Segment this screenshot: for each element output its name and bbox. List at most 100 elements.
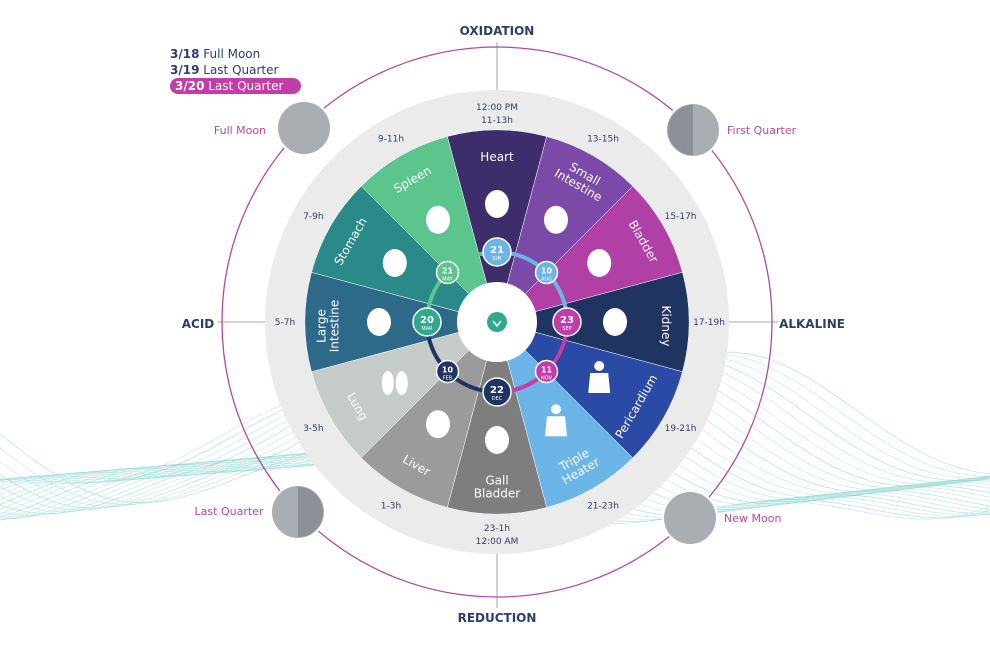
moon-shadow — [298, 487, 323, 537]
spleen-icon — [426, 205, 450, 234]
time-label: 9-11h — [378, 134, 404, 144]
axis-label-top: OXIDATION — [460, 24, 535, 38]
time-label: 13-15h — [587, 134, 619, 144]
lung-right — [395, 371, 408, 395]
season-day: 11 — [541, 366, 553, 375]
organ-wedge — [360, 321, 498, 508]
top-range: 11-13h — [481, 116, 513, 126]
season-month: MAR — [421, 326, 433, 332]
organ-glyph — [382, 249, 407, 277]
season-marker — [435, 260, 460, 285]
moon-label: First Quarter — [727, 124, 797, 137]
large-intestine-icon — [367, 308, 391, 336]
axis-label-left: ACID — [182, 317, 215, 331]
organ-wedge — [446, 321, 548, 515]
axis-label-bottom: REDUCTION — [458, 611, 537, 625]
time-label: 7-9h — [303, 212, 323, 222]
torso-body — [545, 416, 567, 437]
moon-disc — [662, 490, 718, 546]
season-marker — [534, 260, 559, 285]
time-label: 3-5h — [303, 424, 323, 434]
season-marker — [435, 359, 460, 384]
torso-body — [588, 373, 611, 393]
organ-glyph — [544, 205, 568, 234]
organ-wedge — [446, 129, 548, 323]
season-marker — [534, 359, 559, 384]
time-label: 19-21h — [665, 424, 697, 434]
organ-glyph — [426, 410, 450, 439]
torso-head — [551, 404, 561, 415]
organ-glyph — [367, 308, 391, 336]
moon-new-icon — [662, 490, 718, 546]
season-day: 23 — [560, 315, 574, 326]
organ-glyph — [603, 308, 627, 336]
organ-label: Bladder — [474, 487, 521, 501]
season-month: DEC — [492, 396, 503, 402]
center-hub — [457, 282, 537, 362]
torso-icon — [588, 361, 611, 393]
torso-icon — [545, 404, 567, 437]
organ-label: Heart — [480, 150, 514, 164]
season-marker — [482, 377, 512, 407]
axis-label-right: ALKALINE — [779, 317, 845, 331]
lung-left — [381, 371, 394, 395]
legend-row: 3/18 Full Moon — [170, 47, 261, 61]
organ-wedge — [496, 271, 690, 373]
organ-wedge — [496, 321, 634, 508]
season-marker — [482, 237, 512, 267]
season-marker — [552, 307, 582, 337]
bottom-clock: 12:00 AM — [476, 537, 519, 547]
liver-icon — [426, 410, 450, 439]
organ-wedge — [311, 185, 498, 323]
kidney-icon — [603, 308, 627, 336]
season-month: SEP — [562, 326, 571, 332]
top-clock: 12:00 PM — [476, 103, 518, 113]
moon-legend: 3/18 Full Moon 3/19 Last Quarter 3/20 La… — [170, 46, 302, 94]
moon-shadow — [668, 105, 693, 155]
torso-head — [594, 361, 605, 371]
organ-wedge — [496, 136, 634, 323]
season-month: MAY — [442, 277, 453, 283]
season-month: AUG — [541, 277, 552, 283]
season-day: 21 — [490, 245, 504, 256]
organ-label: Intestine — [328, 300, 342, 353]
organ-wedge — [496, 185, 683, 323]
moon-disc — [276, 100, 332, 156]
moon-full-icon — [276, 100, 332, 156]
season-month: JUN — [492, 256, 502, 262]
center-icon — [487, 312, 507, 332]
organ-glyph — [426, 205, 450, 234]
bladder-icon — [587, 249, 612, 277]
organ-label: Kidney — [659, 306, 673, 347]
organ-glyph — [587, 249, 612, 277]
season-day: 20 — [420, 315, 434, 326]
organ-wedges: HeartSmallIntestine13-15hBladder15-17hKi… — [275, 129, 725, 515]
organ-wedge — [360, 136, 498, 323]
legend-row: 3/19 Last Quarter — [170, 63, 279, 77]
season-marker — [412, 307, 442, 337]
organ-glyph — [485, 426, 509, 454]
season-day: 22 — [490, 385, 504, 396]
moon-first-quarter-icon — [665, 102, 721, 158]
season-month: FEB — [443, 376, 453, 382]
moon-label: New Moon — [724, 512, 781, 525]
season-day: 21 — [442, 267, 454, 276]
organ-wedge — [304, 271, 498, 373]
season-month: NOV — [541, 376, 553, 382]
center-icon-mark — [492, 320, 502, 328]
lung-icon — [381, 371, 408, 395]
stomach-icon — [382, 249, 407, 277]
legend-row-active[interactable]: 3/20 Last Quarter — [170, 78, 302, 94]
time-label: 17-19h — [693, 318, 725, 328]
bottom-range: 23-1h — [484, 524, 510, 534]
time-label: 21-23h — [587, 502, 619, 512]
moon-label: Last Quarter — [195, 505, 264, 518]
time-label: 1-3h — [381, 502, 401, 512]
small-intestine-icon — [544, 205, 568, 234]
organ-label: Gall — [485, 474, 508, 488]
moon-label: Full Moon — [214, 124, 266, 137]
